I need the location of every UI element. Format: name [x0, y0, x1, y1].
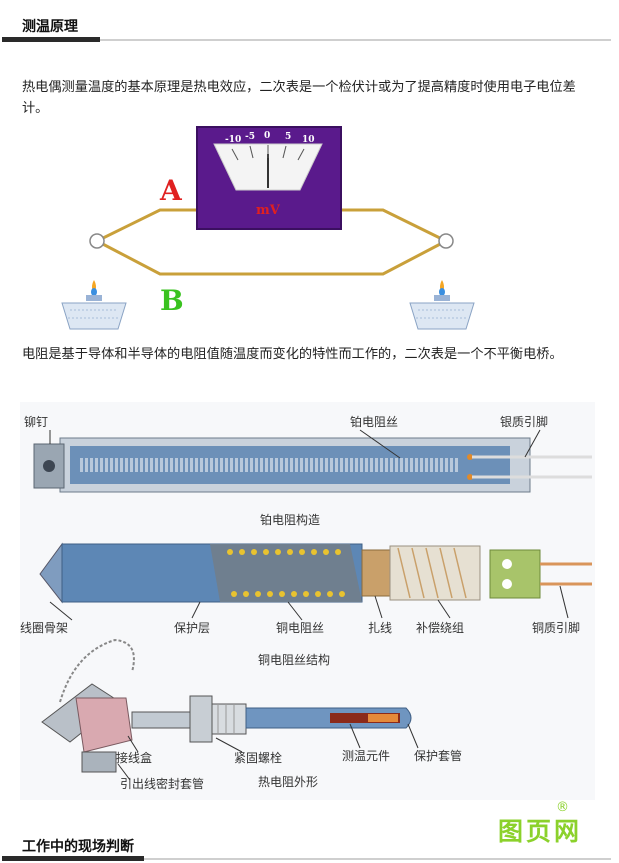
label-junction-box: 接线盒 [116, 750, 152, 765]
chain [59, 638, 135, 703]
cu-tie [361, 549, 391, 597]
lead-sleeve [81, 751, 117, 773]
meter-unit: mV [256, 203, 281, 218]
wire-a [96, 208, 205, 243]
section-title: 工作中的现场判断 [22, 839, 134, 855]
junction-left [89, 233, 105, 249]
paragraph-thermocouple: 热电偶测量温度的基本原理是热电效应，二次表是一个检伏计或为了提高精度时使用电子电… [22, 80, 576, 116]
label-fastening-bolt: 紧固螺栓 [234, 750, 282, 765]
label-protect-layer: 保护层 [174, 621, 210, 635]
watermark-logo: 图页网 [498, 817, 583, 846]
caption-copper: 铜电阻丝结构 [258, 652, 330, 667]
label-coil-frame: 线圈骨架 [20, 621, 68, 635]
label-pt-wire: 铂电阻丝 [350, 414, 398, 429]
label-cu-wire: 铜电阻丝 [276, 620, 324, 635]
junction-box [75, 697, 133, 753]
label-lead-sleeve: 引出线密封套管 [120, 776, 204, 791]
caption-platinum: 铂电阻构造 [260, 512, 320, 527]
label-protection-tube: 保护套管 [414, 748, 462, 763]
label-comp-winding: 补偿绕组 [416, 620, 464, 635]
paragraph-rtd: 电阻是基于导体和半导体的电阻值随温度而变化的特性而工作的，二次表是一个不平衡电桥… [22, 347, 563, 362]
cu-pin-block [489, 549, 541, 599]
junction-right [438, 233, 454, 249]
rtd-diagram: 铆钉 铂电阻丝 银质引脚 铂电阻构造 线圈骨架 保护层 铜电阻丝 扎线 补偿绕组… [20, 402, 595, 800]
section-header-1: 测温原理 [0, 12, 619, 42]
label-rivet: 铆钉 [24, 414, 48, 429]
meter-scale-5: 5 [285, 132, 291, 142]
meter-scale-m5: -5 [245, 132, 255, 142]
label-silver-pins: 银质引脚 [500, 414, 548, 429]
fastening-bolt [189, 695, 213, 743]
thermocouple-diagram: -10 -5 0 5 10 mV A B [61, 126, 475, 330]
meter-ticks [231, 145, 305, 161]
section-title-underline [2, 37, 100, 42]
section-divider [100, 39, 611, 41]
label-cu-pins: 铜质引脚 [532, 620, 580, 635]
wire-label-a: A [159, 174, 183, 207]
sensing-element [330, 713, 400, 723]
wire-a-right [338, 208, 447, 243]
burner-left [61, 280, 127, 330]
wire-label-b: B [160, 284, 184, 317]
label-sensing-element: 测温元件 [342, 749, 390, 763]
rtd-assembly: 接线盒 引出线密封套管 紧固螺栓 测温元件 保护套管 热电阻外形 [41, 638, 462, 791]
cu-winding [227, 549, 345, 597]
wire-b [96, 239, 447, 276]
section-header-2: 工作中的现场判断 [0, 832, 619, 862]
section-title: 测温原理 [22, 19, 78, 35]
section-title-underline [2, 856, 144, 861]
burner-right [409, 280, 475, 330]
cu-cutaway [210, 544, 362, 602]
watermark-registered-mark: ® [556, 800, 569, 815]
meter-scale-10: 10 [302, 135, 315, 145]
meter-scale-0: 0 [264, 131, 270, 141]
meter-scale-m10: -10 [225, 135, 241, 145]
label-tie-wire: 扎线 [368, 621, 392, 635]
section-divider [144, 858, 611, 860]
caption-assembly: 热电阻外形 [258, 775, 318, 789]
